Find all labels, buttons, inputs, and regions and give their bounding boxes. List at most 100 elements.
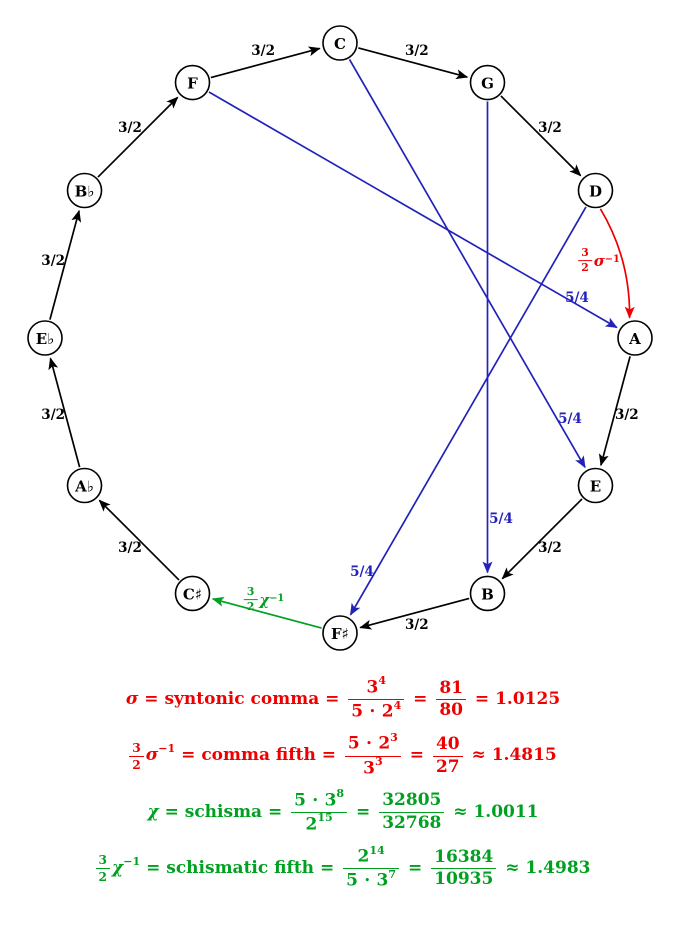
node-circle-D <box>577 172 614 209</box>
math-variable: σ <box>125 689 139 710</box>
node-circle-F <box>174 64 211 101</box>
math-variable: χ <box>147 802 159 823</box>
fraction-numerator: 16384 <box>431 847 497 870</box>
math-text: = 1.0125 <box>469 689 561 710</box>
edge-label-C-E: 5/4 <box>558 411 582 427</box>
node-F: F <box>174 64 211 101</box>
node-label-Ab: A♭ <box>74 478 94 496</box>
edge-A-E-fifth <box>598 356 631 467</box>
edge-Eb-Bb-fifth <box>49 209 82 320</box>
edge-label-Ab-Eb: 3/2 <box>41 407 65 423</box>
fraction-denominator: 80 <box>439 700 464 721</box>
edge-label-D-Fs: 5/4 <box>350 564 374 580</box>
math-text: = <box>407 689 434 710</box>
math-text: = schismatic fifth = <box>140 858 341 879</box>
edge-C-G-fifth <box>358 47 469 80</box>
node-label-Eb: E♭ <box>36 330 55 348</box>
node-label-Fs: F♯ <box>331 625 349 643</box>
superscript: 14 <box>369 843 385 857</box>
node-G: G <box>469 64 506 101</box>
edge-D-A-comma-fifth <box>599 208 635 319</box>
edge-label-A-E: 3/2 <box>615 407 639 423</box>
node-circle-A <box>617 320 653 356</box>
fraction-numerator: 32805 <box>379 791 445 814</box>
edge-F-C-fifth <box>210 46 321 79</box>
node-label-Cs: C♯ <box>183 585 202 603</box>
node-Cs: C♯ <box>174 575 211 612</box>
edge-label-C-G: 3/2 <box>405 43 429 59</box>
fraction-denominator: 32768 <box>382 813 442 834</box>
edge-label-Bb-F: 3/2 <box>118 120 142 136</box>
node-circle-B <box>469 575 506 612</box>
edge-F-A-third <box>208 91 618 329</box>
superscript: 4 <box>393 698 402 712</box>
node-label-Bb: B♭ <box>75 183 95 201</box>
edge-Cs-Ab-fifth <box>98 499 180 581</box>
edge-label-Eb-Bb: 3/2 <box>41 253 65 269</box>
superscript: −1 <box>158 742 176 756</box>
fraction-denominator: 5 ⋅ 24 <box>351 698 402 722</box>
edge-label-G-D: 3/2 <box>538 120 562 136</box>
node-label-A: A <box>628 330 641 348</box>
edge-label-Cs-Ab: 3/2 <box>118 540 142 556</box>
fraction-numerator: 5 ⋅ 38 <box>291 787 348 814</box>
node-Bb: B♭ <box>66 172 103 209</box>
node-label-E: E <box>590 478 601 496</box>
fraction-denominator: 2 <box>132 757 141 772</box>
math-variable: σ <box>145 745 159 766</box>
edge-Fs-Cs-schismatic-fifth <box>211 596 322 629</box>
edge-G-D-fifth <box>500 95 582 177</box>
node-B: B <box>469 575 506 612</box>
superscript: 7 <box>388 867 397 881</box>
superscript: −1 <box>123 855 141 869</box>
fraction-numerator: 3 <box>129 741 144 757</box>
math-text: = <box>403 745 430 766</box>
node-label-C: C <box>334 35 346 53</box>
edge-Ab-Eb-fifth <box>48 357 81 468</box>
superscript: 15 <box>317 811 333 825</box>
fraction-denominator: 2 <box>98 870 108 885</box>
node-label-B: B <box>481 585 494 603</box>
node-A: A <box>617 320 653 356</box>
edge-C-E-third <box>348 59 586 469</box>
node-Ab: A♭ <box>66 467 103 504</box>
superscript: 8 <box>336 787 345 801</box>
edge-label-G-B: 5/4 <box>489 511 513 527</box>
node-Eb: E♭ <box>27 320 63 356</box>
fraction-denominator: 215 <box>305 811 333 835</box>
math-variable: χ <box>112 858 124 879</box>
fraction-denominator: 33 <box>363 754 383 779</box>
fraction-denominator: 27 <box>435 756 460 777</box>
node-circle-Ab <box>66 467 103 504</box>
edge-E-B-fifth <box>501 498 583 580</box>
math-text: ≈ 1.4815 <box>465 745 557 766</box>
node-Fs: F♯ <box>322 615 358 651</box>
math-text: = <box>350 802 377 823</box>
node-label-G: G <box>481 75 494 93</box>
edge-label-F-C: 3/2 <box>251 43 275 59</box>
fraction-numerator: 34 <box>348 674 405 701</box>
superscript: 4 <box>378 674 387 688</box>
node-label-F: F <box>187 75 198 93</box>
edge-label-F-A: 5/4 <box>565 290 589 306</box>
math-text: ≈ 1.4983 <box>499 858 591 879</box>
node-E: E <box>577 467 614 504</box>
node-C: C <box>322 25 358 61</box>
edge-Bb-F-fifth <box>97 96 179 178</box>
superscript: 3 <box>374 754 383 768</box>
math-text: ≈ 1.0011 <box>447 802 539 823</box>
edge-D-Fs-third <box>349 206 587 616</box>
